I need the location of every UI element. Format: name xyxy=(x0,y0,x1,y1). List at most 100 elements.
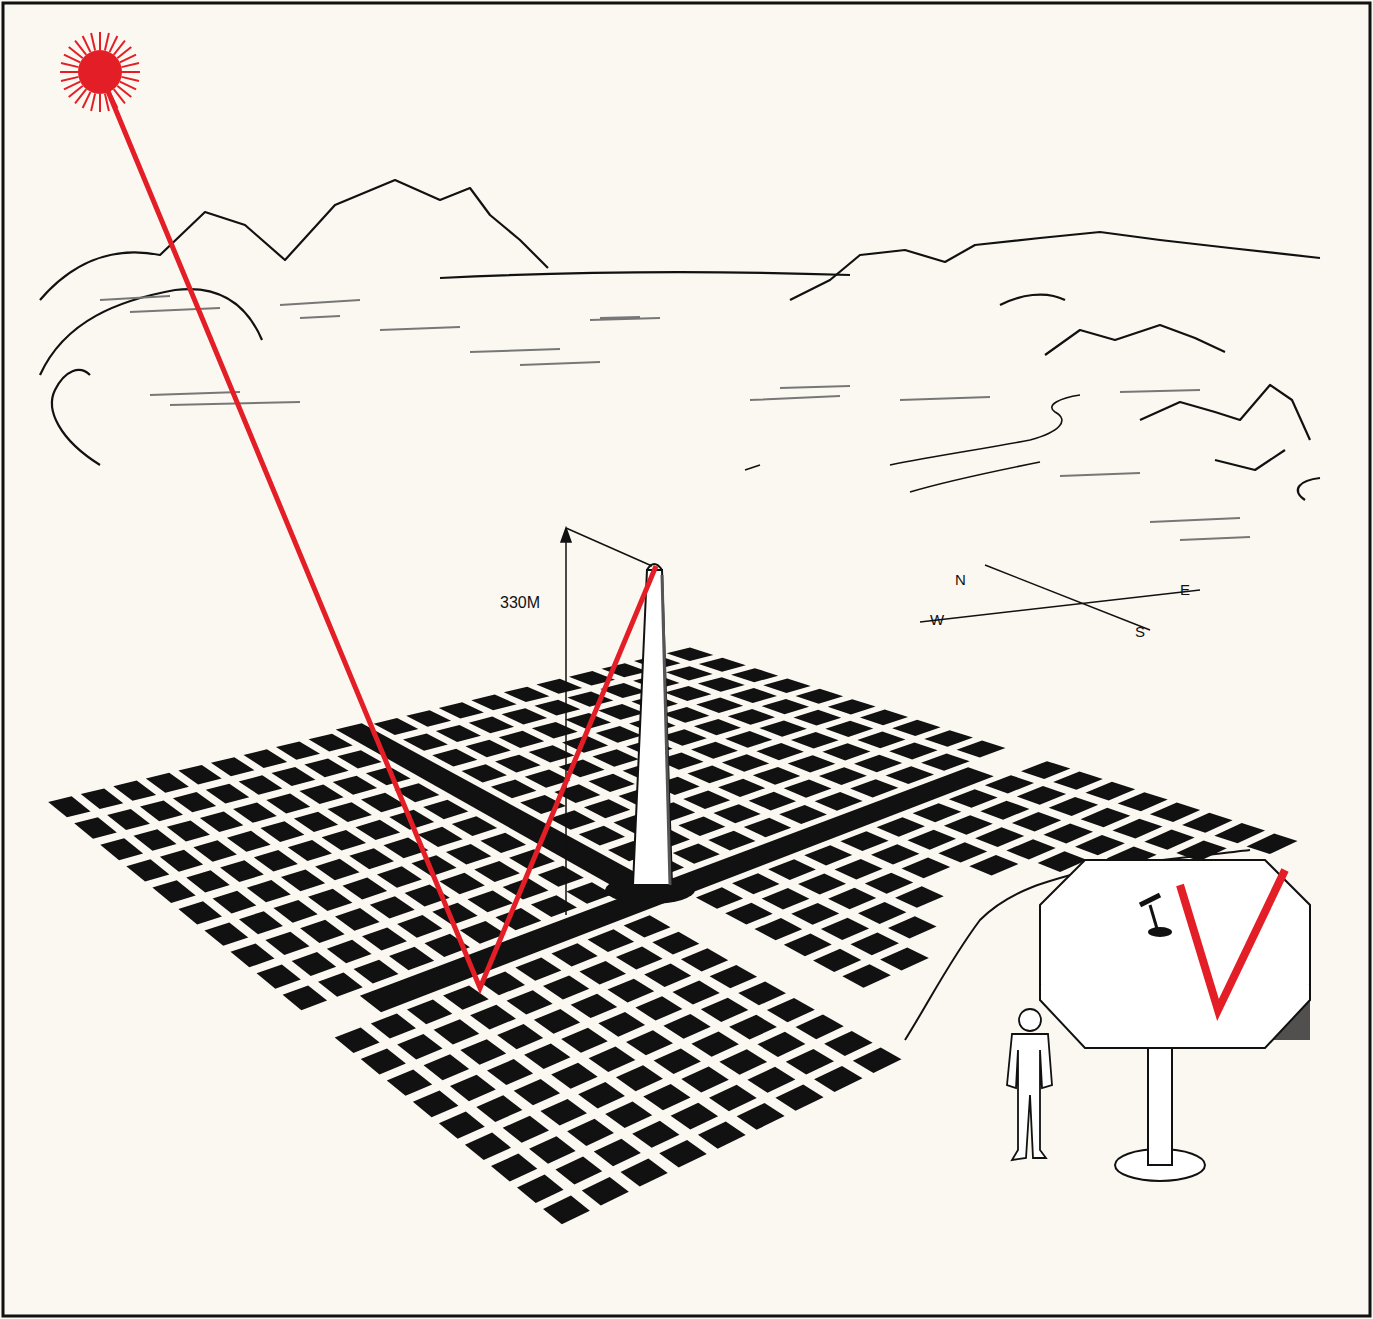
heliostat-mirror xyxy=(938,842,987,862)
heliostat-mirror xyxy=(815,792,863,811)
heliostat-mirror xyxy=(538,866,584,887)
heliostat-mirror xyxy=(362,927,407,950)
sun-ray xyxy=(120,82,136,90)
heliostat-mirror xyxy=(361,1048,406,1074)
heliostat-mirror xyxy=(621,1159,668,1187)
heliostat-mirror xyxy=(271,767,315,786)
heliostat-mirror xyxy=(211,757,255,776)
heliostat-mirror xyxy=(786,1049,834,1075)
heliostat-mirror xyxy=(877,817,925,836)
heliostat-mirror xyxy=(762,699,810,714)
heliostat-mirror xyxy=(582,1177,629,1205)
heliostat-mirror xyxy=(759,720,807,736)
heliostat-mirror xyxy=(667,648,714,661)
heliostat-mirror xyxy=(1214,823,1265,843)
heliostat-mirror xyxy=(975,827,1024,847)
heliostat-mirror xyxy=(534,700,580,716)
heliostat-mirror xyxy=(681,948,728,971)
heliostat-mirror xyxy=(304,759,348,778)
road xyxy=(336,723,654,893)
heliostat-mirror xyxy=(865,873,913,894)
heliostat-mirror xyxy=(588,929,635,952)
heliostat-mirror xyxy=(607,979,654,1003)
heliostat-mirror xyxy=(793,710,841,726)
heliostat-mirror xyxy=(616,946,663,969)
heliostat-mirror xyxy=(276,741,320,759)
heliostat-mirror xyxy=(1006,839,1055,859)
heliostat-mirror xyxy=(424,1054,470,1080)
heliostat-mirror xyxy=(465,1133,511,1161)
heliostat-mirror xyxy=(579,961,626,984)
sun-ray xyxy=(105,33,109,51)
heliostat-mirror xyxy=(814,1066,862,1092)
sun-ray xyxy=(83,36,91,52)
heliostat-mirror xyxy=(254,850,298,871)
heliostat-mirror xyxy=(178,765,221,784)
sun-ray xyxy=(121,77,139,81)
sun-ray xyxy=(114,89,125,103)
heliostat-mirror xyxy=(798,874,846,895)
heliostat-mirror xyxy=(907,830,956,850)
heliostat-mirror xyxy=(529,745,575,762)
heliostat-mirror xyxy=(828,699,876,714)
heliostat-mirror xyxy=(730,688,777,703)
heliostat-mirror xyxy=(549,810,595,829)
heliostat-mirror xyxy=(892,720,940,736)
heliostat-mirror xyxy=(265,932,309,955)
heliostat-mirror xyxy=(532,722,578,739)
heliostat-mirror xyxy=(888,916,937,938)
heliostat-mirror xyxy=(354,960,399,984)
heliostat-mirror xyxy=(1182,813,1233,833)
heliostat-mirror xyxy=(273,900,317,923)
heliostat-mirror xyxy=(503,1116,549,1143)
heliostat-mirror xyxy=(561,1028,608,1053)
heliostat-mirror xyxy=(666,666,713,680)
heliostat-mirror xyxy=(292,952,336,976)
heliostat-mirror xyxy=(491,780,537,799)
heliostat-mirror xyxy=(957,740,1006,757)
height-dimension xyxy=(561,528,652,915)
heliostat-mirror xyxy=(397,1034,442,1060)
heliostat-mirror xyxy=(571,994,618,1018)
heliostat-mirror xyxy=(160,850,203,872)
heliostat-mirror xyxy=(465,740,510,757)
heliostat-mirror xyxy=(178,901,222,924)
heliostat-mirror xyxy=(635,996,682,1020)
mountains xyxy=(40,180,1320,500)
heliostat-mirror xyxy=(1150,802,1200,821)
heliostat-mirror xyxy=(423,800,468,819)
heliostat-mirror xyxy=(663,707,710,723)
heliostat-mirror xyxy=(1021,761,1070,779)
sun-ray xyxy=(91,93,95,111)
heliostat-mirror xyxy=(470,1005,516,1030)
heliostat-mirror xyxy=(980,801,1029,820)
heliostat-mirror xyxy=(48,796,90,817)
heliostat-mirror xyxy=(673,844,720,864)
compass-letter: W xyxy=(930,612,944,627)
heliostat-mirror xyxy=(322,830,366,851)
heliostat-mirror xyxy=(333,776,377,795)
heliostat-mirror xyxy=(853,1047,902,1073)
heliostat-mirror xyxy=(495,908,541,930)
heliostat-mirror xyxy=(243,749,287,768)
heliostat-mirror xyxy=(204,922,248,945)
heliostat-mirror xyxy=(186,870,230,892)
heliostat-mirror xyxy=(514,1079,560,1105)
heliostat-mirror xyxy=(824,1031,872,1056)
heliostat-mirror xyxy=(728,709,775,725)
heliostat-mirror xyxy=(551,943,597,966)
heliostat-mirror xyxy=(744,818,792,837)
heliostat-mirror xyxy=(239,775,283,794)
heliostat-mirror xyxy=(524,1043,570,1069)
heliostat-mirror xyxy=(696,887,743,908)
heliostat-mirror xyxy=(796,1014,844,1039)
heliostat-mirror xyxy=(534,1009,580,1034)
heliostat-mirror xyxy=(880,947,929,970)
heliostat-mirror xyxy=(462,764,507,782)
heliostat-mirror xyxy=(596,726,642,743)
heliostat-mirror xyxy=(725,731,772,748)
heliostat-mirror xyxy=(762,888,810,909)
heliostat-mirror xyxy=(889,742,937,759)
heliostat-mirror xyxy=(842,964,890,987)
light-ray xyxy=(100,72,656,988)
